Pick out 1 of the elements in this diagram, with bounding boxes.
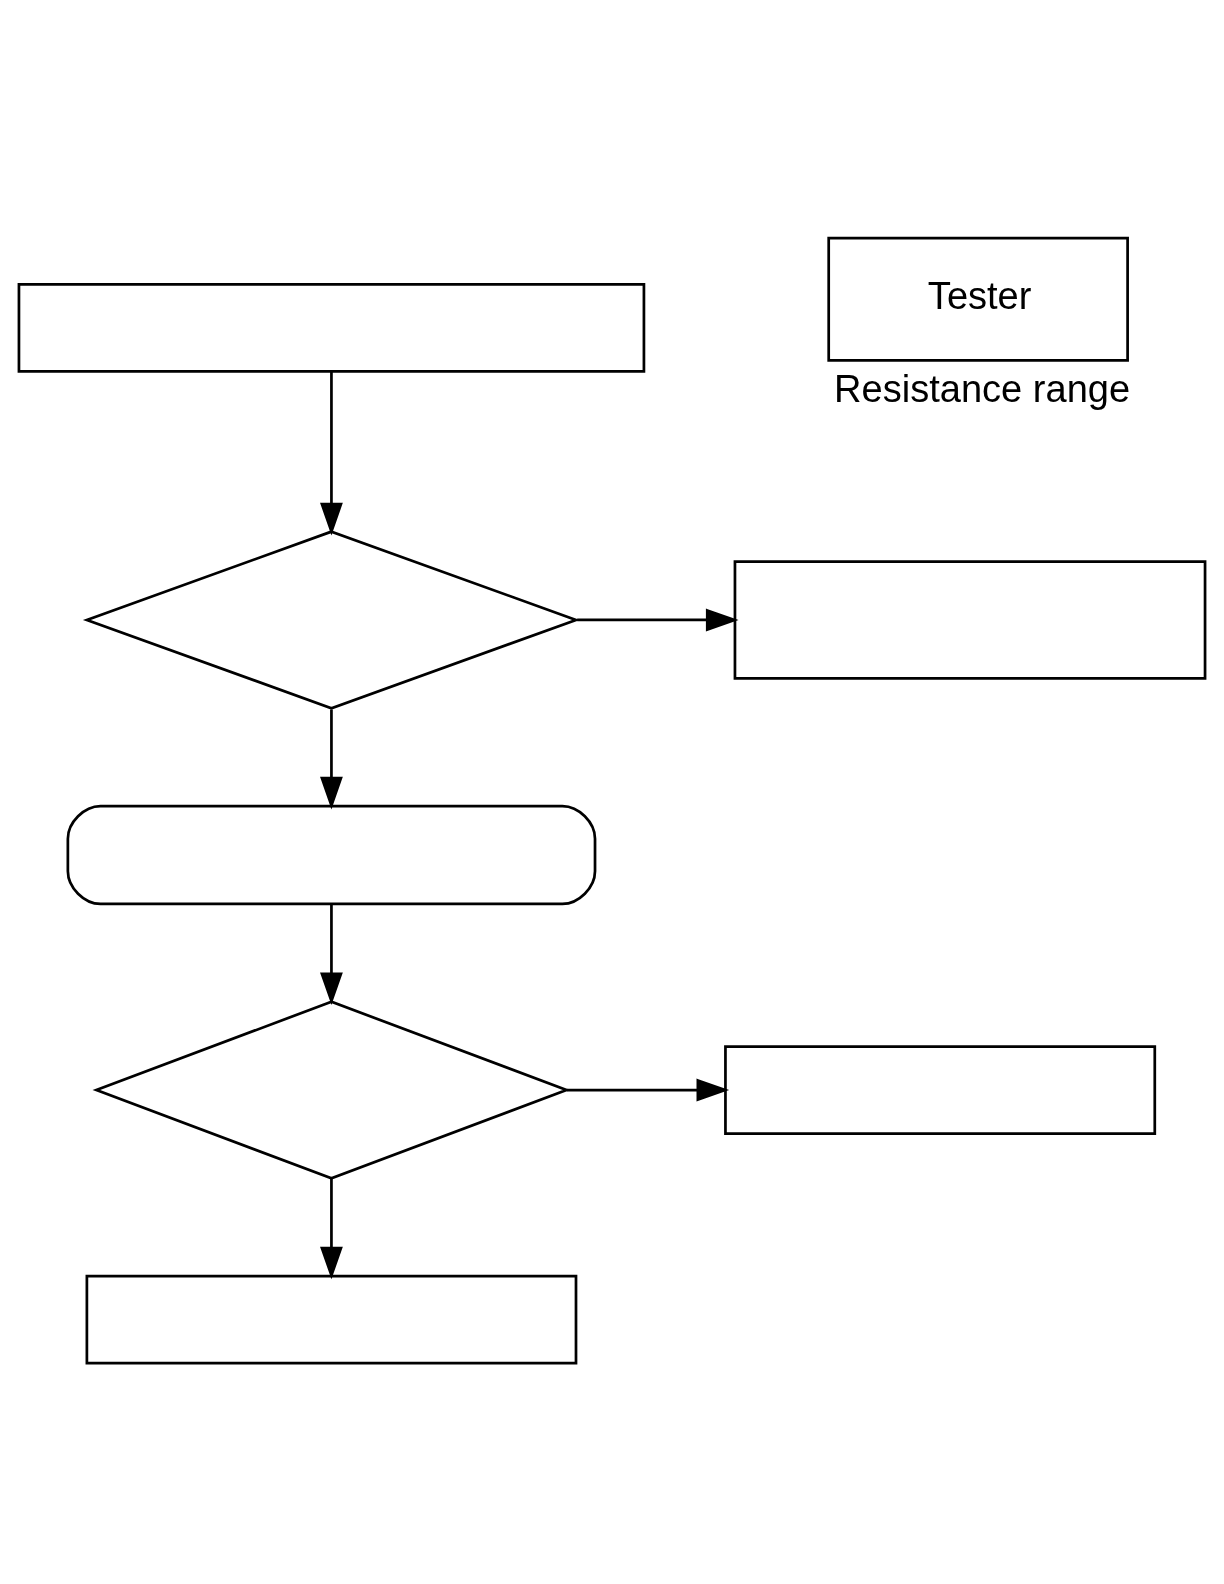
node-label: Resistance range	[834, 367, 1131, 410]
